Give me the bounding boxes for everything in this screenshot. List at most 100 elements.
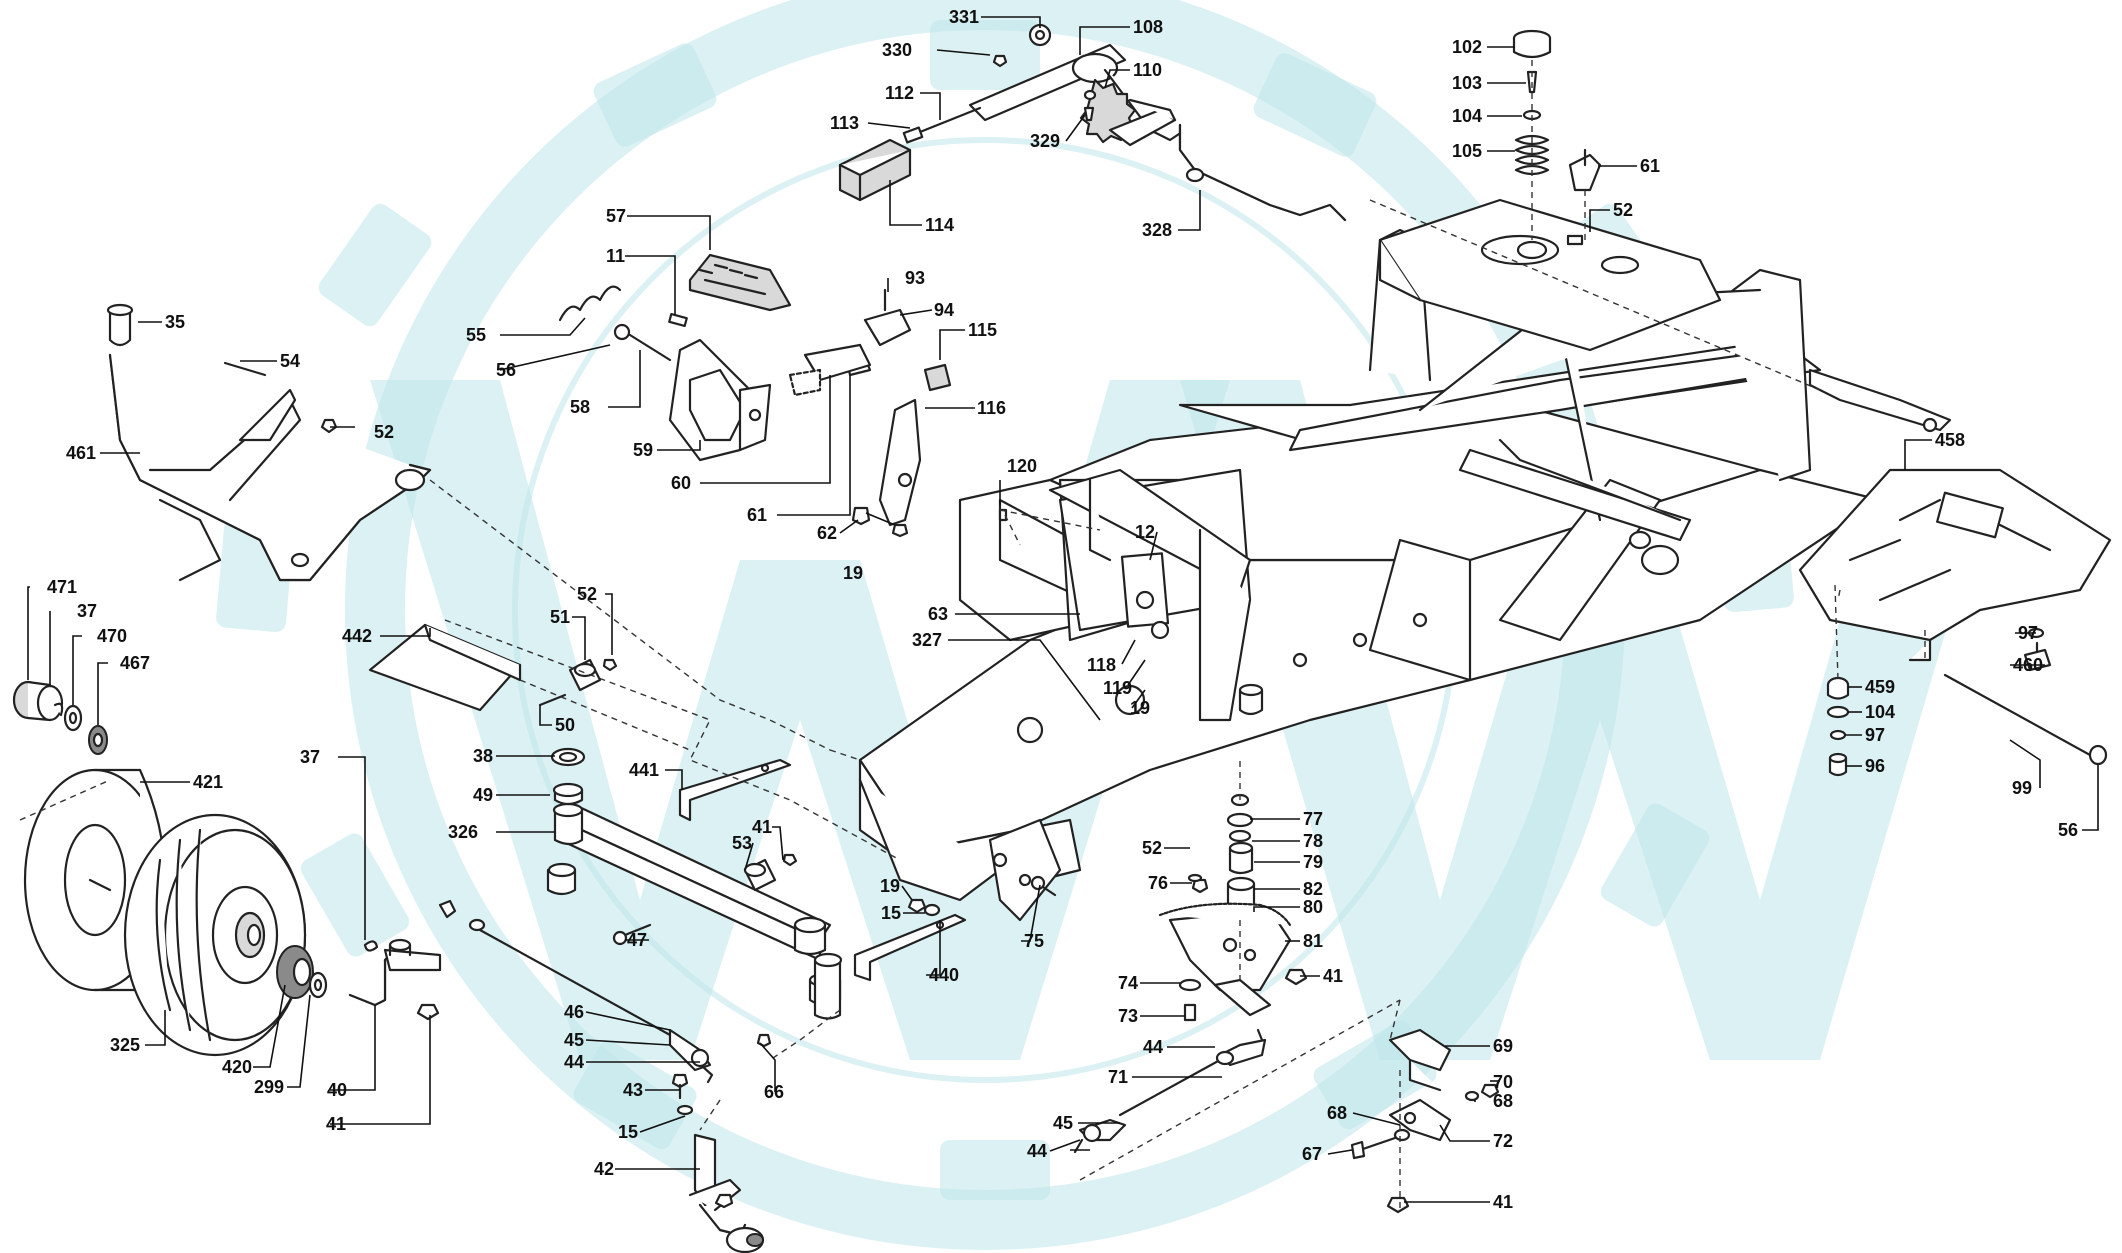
callout-112: 112 bbox=[885, 83, 914, 103]
callout-440: 440 bbox=[929, 965, 959, 985]
callout-54: 54 bbox=[280, 351, 300, 371]
callout-42: 42 bbox=[594, 1159, 614, 1179]
pitman-brackets bbox=[1350, 1028, 1500, 1214]
callout-19-frame: 19 bbox=[1130, 698, 1150, 718]
callout-71: 71 bbox=[1108, 1067, 1128, 1087]
callout-15-axle: 15 bbox=[881, 903, 901, 923]
callout-73: 73 bbox=[1118, 1006, 1138, 1026]
callout-74: 74 bbox=[1118, 973, 1138, 993]
callout-420: 420 bbox=[222, 1057, 252, 1077]
callout-50: 50 bbox=[555, 715, 575, 735]
callout-120: 120 bbox=[1007, 456, 1037, 476]
callout-61-top: 61 bbox=[1640, 156, 1660, 176]
knob-parts bbox=[992, 23, 1097, 122]
callout-47: 47 bbox=[627, 930, 647, 950]
axle-brackets bbox=[678, 758, 967, 982]
callout-49: 49 bbox=[473, 785, 493, 805]
callout-115: 115 bbox=[968, 320, 997, 340]
callout-41-spindle: 41 bbox=[326, 1114, 346, 1134]
callout-327: 327 bbox=[912, 630, 942, 650]
callout-46: 46 bbox=[564, 1002, 584, 1022]
callout-12: 12 bbox=[1135, 522, 1155, 542]
callout-102: 102 bbox=[1452, 37, 1482, 57]
callout-70: 70 bbox=[1493, 1072, 1513, 1092]
callout-104-right: 104 bbox=[1865, 702, 1895, 722]
callout-328: 328 bbox=[1142, 220, 1172, 240]
linkage-parts bbox=[788, 288, 1008, 538]
callout-67: 67 bbox=[1302, 1144, 1322, 1164]
callout-78: 78 bbox=[1303, 831, 1323, 851]
callout-113: 113 bbox=[830, 113, 859, 133]
callout-44-right: 44 bbox=[1027, 1141, 1047, 1161]
callout-119: 119 bbox=[1103, 678, 1132, 698]
callout-105: 105 bbox=[1452, 141, 1482, 161]
callout-94: 94 bbox=[934, 300, 954, 320]
leader-lines bbox=[27, 16, 2099, 1203]
callout-53: 53 bbox=[732, 833, 752, 853]
callout-44-mid: 44 bbox=[1143, 1037, 1163, 1057]
callout-56-right: 56 bbox=[2058, 820, 2078, 840]
small-hardware bbox=[907, 875, 1057, 917]
callout-110: 110 bbox=[1133, 60, 1162, 80]
callout-442: 442 bbox=[342, 626, 372, 646]
callout-61-mid: 61 bbox=[747, 505, 767, 525]
callout-58: 58 bbox=[570, 397, 590, 417]
callout-459: 459 bbox=[1865, 677, 1895, 697]
callout-461: 461 bbox=[66, 443, 96, 463]
callout-44-left: 44 bbox=[564, 1052, 584, 1072]
callout-99: 99 bbox=[2012, 778, 2032, 798]
callout-76: 76 bbox=[1148, 873, 1168, 893]
callout-45-right: 45 bbox=[1053, 1113, 1073, 1133]
step-plate bbox=[368, 623, 522, 712]
callout-82: 82 bbox=[1303, 879, 1323, 899]
callout-80: 80 bbox=[1303, 897, 1323, 917]
callout-458: 458 bbox=[1935, 430, 1965, 450]
assembly-lines bbox=[19, 60, 1926, 1210]
chassis-frame bbox=[858, 198, 1882, 922]
callout-63: 63 bbox=[928, 604, 948, 624]
callout-labels: 331 108 330 110 112 113 329 114 328 102 … bbox=[47, 7, 2078, 1212]
front-wheel bbox=[123, 813, 307, 1057]
front-bumper bbox=[106, 303, 432, 582]
tie-rod-left bbox=[468, 918, 765, 1253]
callout-19-axle: 19 bbox=[880, 876, 900, 896]
callout-97-top: 97 bbox=[2018, 623, 2038, 643]
callout-37-bottom: 37 bbox=[300, 747, 320, 767]
callout-68-left: 68 bbox=[1327, 1103, 1347, 1123]
callout-52-bumper: 52 bbox=[374, 422, 394, 442]
callout-96: 96 bbox=[1865, 756, 1885, 776]
callout-77: 77 bbox=[1303, 809, 1323, 829]
callout-93: 93 bbox=[905, 268, 925, 288]
callout-460: 460 bbox=[2013, 655, 2043, 675]
callout-467: 467 bbox=[120, 653, 150, 673]
callout-43: 43 bbox=[623, 1080, 643, 1100]
callout-52-sector: 52 bbox=[1142, 838, 1162, 858]
callout-331: 331 bbox=[949, 7, 979, 27]
callout-103: 103 bbox=[1452, 73, 1482, 93]
callout-62: 62 bbox=[817, 523, 837, 543]
steering-sector bbox=[1158, 683, 1308, 1022]
callout-19-top: 19 bbox=[843, 563, 863, 583]
callout-299: 299 bbox=[254, 1077, 284, 1097]
callout-79: 79 bbox=[1303, 852, 1323, 872]
callout-11: 11 bbox=[606, 246, 625, 266]
callout-35: 35 bbox=[165, 312, 185, 332]
spindle-parts bbox=[276, 899, 457, 1021]
callout-69: 69 bbox=[1493, 1036, 1513, 1056]
callout-81: 81 bbox=[1303, 931, 1323, 951]
callout-97-bottom: 97 bbox=[1865, 725, 1885, 745]
callout-68-right: 68 bbox=[1493, 1091, 1513, 1111]
callout-15-spindle: 15 bbox=[618, 1122, 638, 1142]
footrest-plate bbox=[1798, 468, 2112, 662]
callout-325: 325 bbox=[110, 1035, 140, 1055]
handle-assembly bbox=[838, 106, 982, 202]
callout-441: 441 bbox=[629, 760, 659, 780]
callout-421: 421 bbox=[193, 772, 223, 792]
callout-52-mid: 52 bbox=[577, 584, 597, 604]
callout-59: 59 bbox=[633, 440, 653, 460]
bearing-set bbox=[12, 680, 108, 755]
callout-40: 40 bbox=[327, 1080, 347, 1100]
callout-104-top: 104 bbox=[1452, 106, 1482, 126]
callout-329: 329 bbox=[1030, 131, 1060, 151]
callout-51: 51 bbox=[550, 607, 570, 627]
